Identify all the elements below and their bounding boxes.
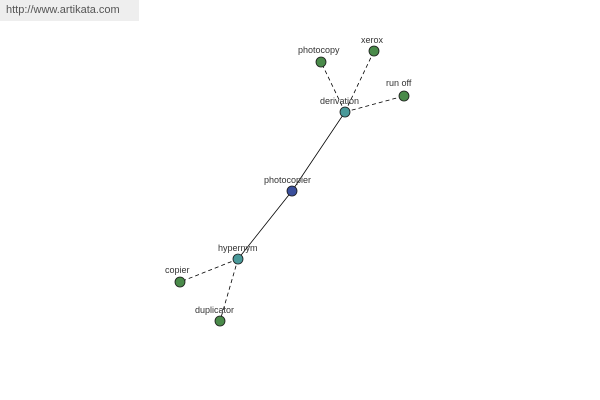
- node-label-duplicator[interactable]: duplicator: [195, 305, 234, 315]
- node-run_off[interactable]: [398, 90, 410, 102]
- node-label-copier[interactable]: copier: [165, 265, 190, 275]
- edge-derivation-xerox: [344, 50, 375, 113]
- edge-hypernym-copier: [179, 258, 239, 283]
- node-label-photocopy[interactable]: photocopy: [298, 45, 340, 55]
- graph-edges: [179, 50, 405, 322]
- node-derivation[interactable]: [339, 106, 351, 118]
- node-label-run_off[interactable]: run off: [386, 78, 412, 88]
- edge-hypernym-duplicator: [219, 258, 239, 322]
- node-label-photocopier[interactable]: photocopier: [264, 175, 311, 185]
- node-duplicator[interactable]: [214, 315, 226, 327]
- edge-derivation-run_off: [344, 95, 405, 113]
- node-label-xerox[interactable]: xerox: [361, 35, 384, 45]
- node-copier[interactable]: [174, 276, 186, 288]
- node-label-hypernym[interactable]: hypernym: [218, 243, 258, 253]
- node-xerox[interactable]: [368, 45, 380, 57]
- graph-nodes: [174, 45, 410, 327]
- node-photocopy[interactable]: [315, 56, 327, 68]
- edge-photocopier-hypernym: [237, 190, 293, 260]
- node-hypernym[interactable]: [232, 253, 244, 265]
- edge-derivation-photocopy: [320, 61, 346, 113]
- graph-labels: photocopier derivation hypernym photocopy xe…: [165, 35, 412, 315]
- node-photocopier[interactable]: [286, 185, 298, 197]
- node-label-derivation[interactable]: derivation: [320, 96, 359, 106]
- edge-photocopier-derivation: [291, 111, 346, 192]
- source-url-link[interactable]: http://www.artikata.com: [0, 0, 139, 21]
